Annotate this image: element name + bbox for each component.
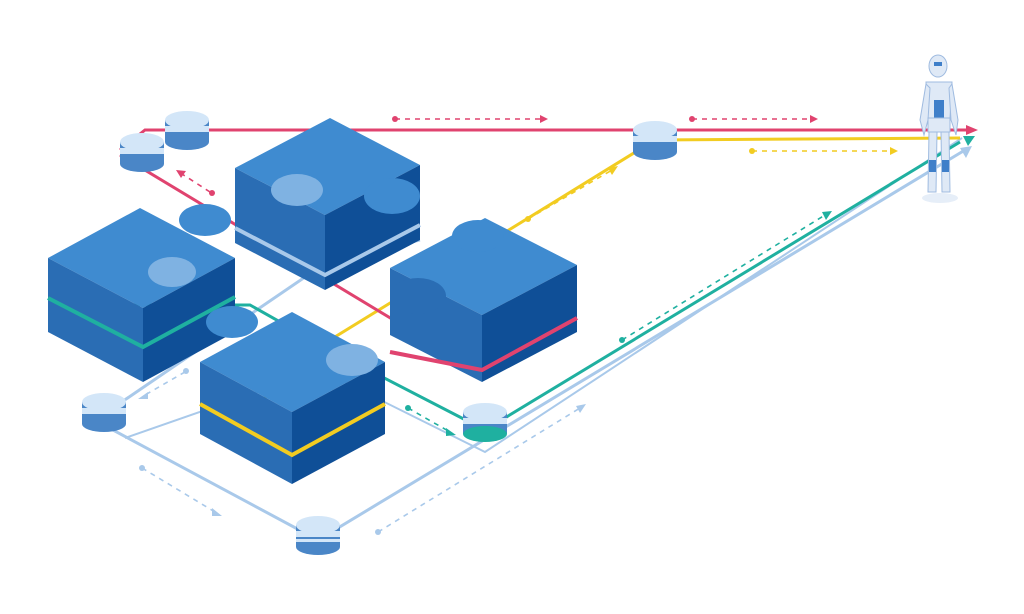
pink-arrowhead	[966, 125, 978, 135]
puzzle-piece-left	[47, 204, 236, 382]
puzzle-piece-right	[389, 218, 578, 382]
nodes	[82, 111, 677, 555]
database-node-icon	[296, 516, 340, 555]
lightblue-arrowhead	[960, 146, 972, 158]
database-node-icon	[120, 133, 164, 172]
database-node-icon	[82, 393, 126, 432]
teal-arrowhead	[963, 136, 975, 146]
puzzle-piece-front	[199, 306, 386, 484]
flow-arrows	[138, 115, 898, 535]
database-node-icon	[633, 121, 677, 160]
puzzle-piece-top	[234, 118, 421, 290]
database-node-icon	[165, 111, 209, 150]
robot-icon	[919, 54, 959, 203]
database-node-icon	[463, 403, 507, 442]
